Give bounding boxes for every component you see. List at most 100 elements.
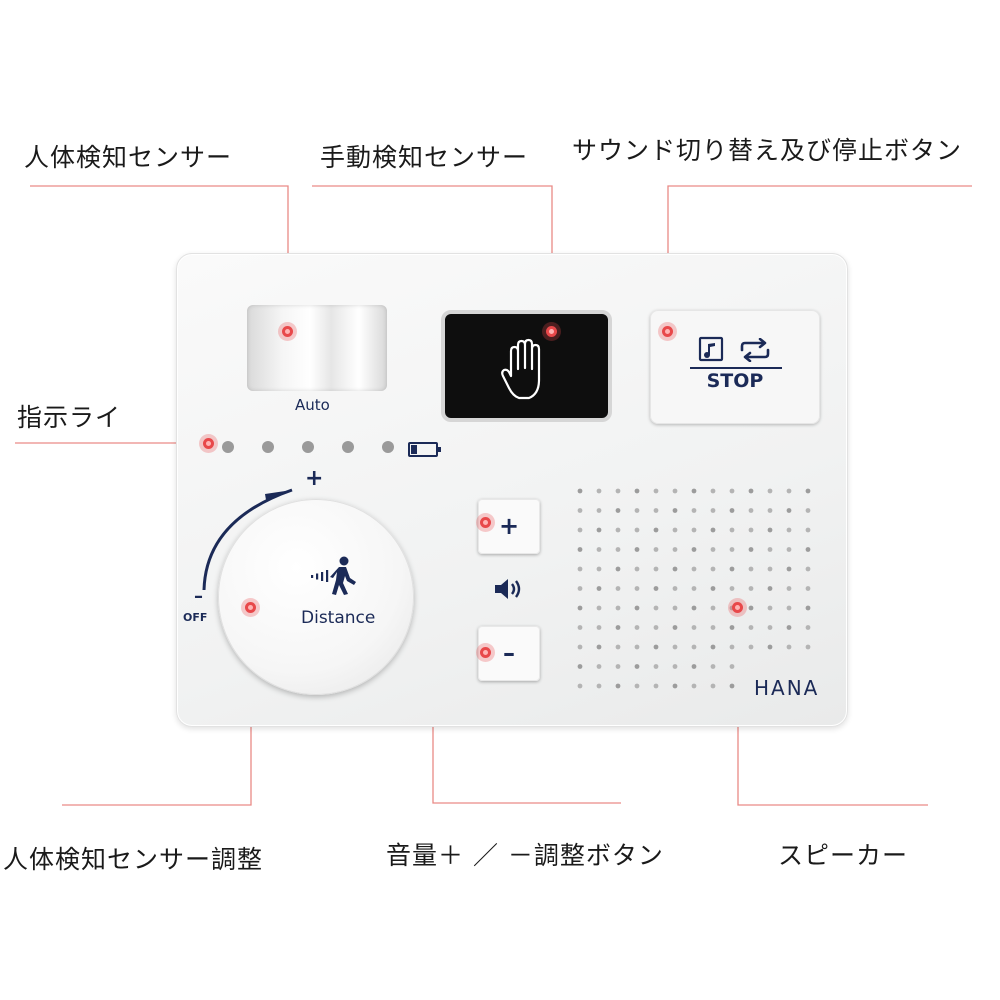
dial-plus-mark: + bbox=[305, 466, 324, 491]
speaker-hole bbox=[729, 644, 735, 650]
speaker-volume-icon bbox=[495, 579, 521, 599]
speaker-hole bbox=[691, 664, 697, 669]
speaker-hole bbox=[710, 644, 716, 650]
speaker-hole bbox=[653, 586, 659, 591]
speaker-hole bbox=[805, 527, 811, 533]
repeat-icon bbox=[740, 338, 770, 362]
speaker-hole bbox=[786, 527, 792, 533]
speaker-hole bbox=[577, 664, 583, 669]
speaker-hole bbox=[596, 625, 602, 630]
speaker-hole bbox=[786, 586, 792, 591]
speaker-hole bbox=[653, 547, 659, 552]
speaker-hole bbox=[786, 488, 792, 494]
speaker-hole bbox=[577, 683, 583, 689]
speaker-hole bbox=[767, 547, 773, 552]
speaker-hole bbox=[653, 527, 659, 533]
speaker-hole bbox=[767, 625, 773, 630]
speaker-hole bbox=[786, 625, 792, 630]
speaker-hole bbox=[596, 586, 602, 591]
speaker-hole bbox=[710, 508, 716, 513]
speaker-hole bbox=[596, 605, 602, 611]
speaker-hole bbox=[729, 625, 735, 630]
speaker-hole bbox=[748, 488, 754, 494]
speaker-hole bbox=[767, 527, 773, 533]
speaker-hole bbox=[653, 625, 659, 630]
speaker-hole bbox=[786, 644, 792, 650]
callout-dot-volume-down bbox=[480, 647, 491, 658]
speaker-hole bbox=[748, 527, 754, 533]
indicator-led-1 bbox=[222, 441, 234, 453]
speaker-hole bbox=[748, 644, 754, 650]
speaker-hole bbox=[577, 508, 583, 513]
speaker-hole bbox=[596, 566, 602, 572]
speaker-hole bbox=[805, 566, 811, 572]
speaker-hole bbox=[634, 625, 640, 630]
speaker-hole bbox=[634, 664, 640, 669]
speaker-hole bbox=[596, 547, 602, 552]
speaker-hole bbox=[596, 644, 602, 650]
speaker-hole bbox=[672, 547, 678, 552]
speaker-hole bbox=[805, 605, 811, 611]
callout-dot-human-sensor bbox=[282, 326, 293, 337]
speaker-hole bbox=[748, 547, 754, 552]
speaker-hole bbox=[748, 625, 754, 630]
speaker-hole bbox=[729, 508, 735, 513]
speaker-hole bbox=[748, 586, 754, 591]
speaker-hole bbox=[615, 644, 621, 650]
speaker-hole bbox=[729, 664, 735, 669]
speaker-hole bbox=[691, 605, 697, 611]
label-sound-stop-button: サウンド切り替え及び停止ボタン bbox=[572, 136, 963, 165]
speaker-hole bbox=[691, 527, 697, 533]
speaker-hole bbox=[634, 605, 640, 611]
speaker-hole bbox=[672, 527, 678, 533]
speaker-hole bbox=[710, 527, 716, 533]
speaker-hole bbox=[672, 566, 678, 572]
speaker-hole bbox=[653, 566, 659, 572]
indicator-led-2 bbox=[262, 441, 274, 453]
speaker-hole bbox=[577, 488, 583, 494]
walking-person-icon bbox=[311, 556, 356, 595]
speaker-hole bbox=[691, 488, 697, 494]
speaker-hole bbox=[786, 605, 792, 611]
brand-label: HANA bbox=[754, 676, 820, 700]
battery-icon bbox=[408, 442, 441, 457]
callout-dot-dial bbox=[245, 602, 256, 613]
speaker-hole bbox=[634, 566, 640, 572]
speaker-hole bbox=[710, 664, 716, 669]
distance-dial[interactable] bbox=[218, 499, 414, 695]
speaker-hole bbox=[615, 586, 621, 591]
label-volume-adjust: 音量＋ ／ －調整ボタン bbox=[386, 841, 664, 870]
speaker-hole bbox=[710, 605, 716, 611]
speaker-hole bbox=[691, 508, 697, 513]
speaker-hole bbox=[653, 488, 659, 494]
callout-dot-hand-sensor bbox=[546, 326, 557, 337]
label-speaker: スピーカー bbox=[778, 841, 909, 870]
speaker-hole bbox=[805, 488, 811, 494]
speaker-hole bbox=[767, 605, 773, 611]
speaker-hole bbox=[748, 605, 754, 611]
speaker-hole bbox=[729, 527, 735, 533]
speaker-hole bbox=[710, 625, 716, 630]
dial-minus-mark: – bbox=[194, 586, 203, 607]
speaker-hole bbox=[767, 644, 773, 650]
label-human-sensor: 人体検知センサー bbox=[24, 143, 233, 172]
indicator-led-3 bbox=[302, 441, 314, 453]
speaker-hole bbox=[672, 488, 678, 494]
speaker-hole bbox=[748, 566, 754, 572]
speaker-hole bbox=[672, 644, 678, 650]
speaker-hole bbox=[615, 488, 621, 494]
speaker-hole bbox=[577, 527, 583, 533]
callout-dot-indicator bbox=[203, 438, 214, 449]
speaker-hole bbox=[767, 586, 773, 591]
hand-sensor-panel[interactable] bbox=[441, 310, 612, 422]
speaker-hole bbox=[672, 586, 678, 591]
speaker-hole bbox=[786, 566, 792, 572]
speaker-hole bbox=[596, 664, 602, 669]
speaker-hole bbox=[653, 605, 659, 611]
sound-stop-button[interactable]: STOP bbox=[650, 310, 820, 424]
speaker-grill bbox=[577, 488, 811, 689]
speaker-hole bbox=[786, 547, 792, 552]
speaker-hole bbox=[615, 508, 621, 513]
speaker-hole bbox=[767, 488, 773, 494]
distance-label: Distance bbox=[301, 608, 376, 628]
